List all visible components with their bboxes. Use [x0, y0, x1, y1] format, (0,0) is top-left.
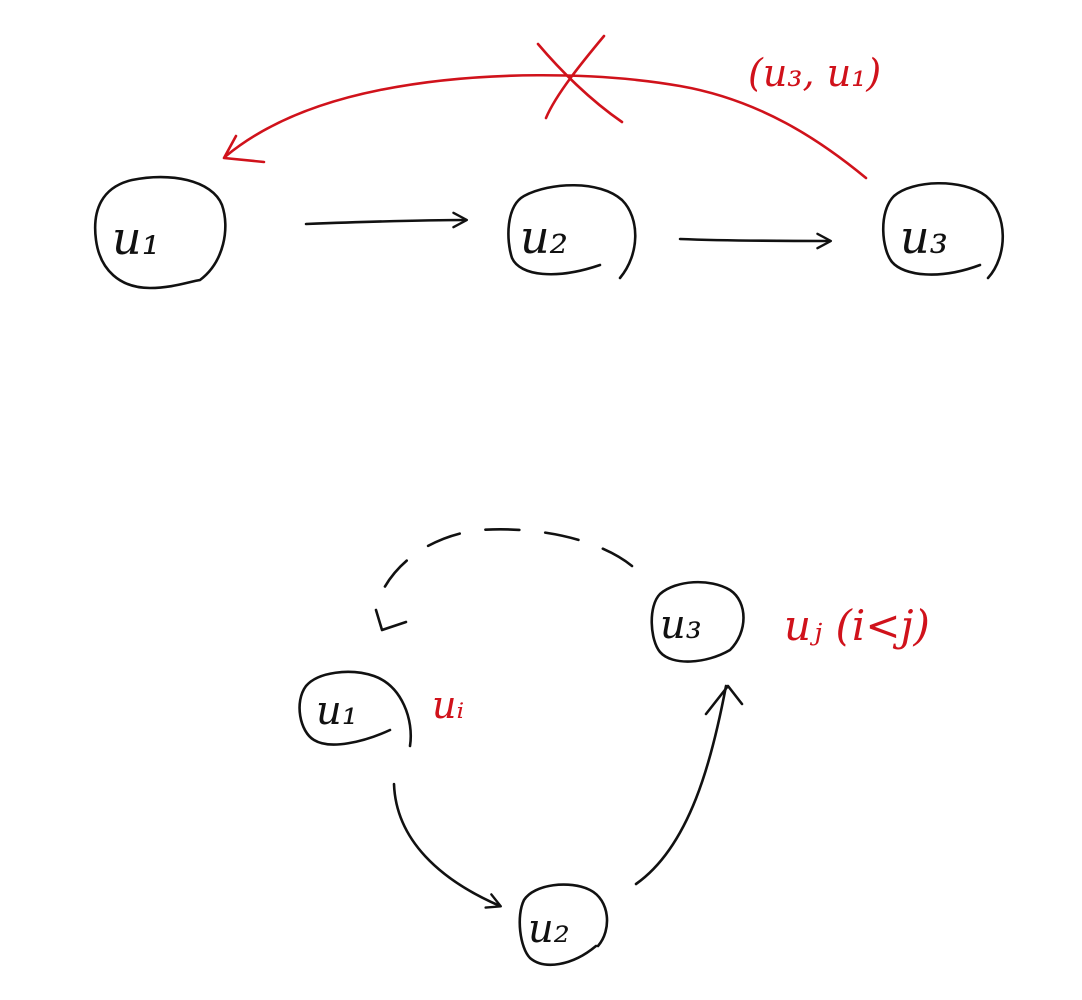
- top-edge-u1-u2: [304, 211, 469, 229]
- top-back-edge-u3-u1: [224, 73, 868, 180]
- top-node-u1-label: u₁: [112, 211, 160, 265]
- top-node-u1: u₁: [93, 175, 227, 290]
- bottom-node-u3: u₃: [650, 580, 745, 663]
- bottom-node-u1-label: u₁: [316, 688, 358, 734]
- bottom-node-u3-circle: [650, 580, 745, 663]
- top-node-u1-circle: [93, 175, 227, 290]
- top-node-u2-circle: [507, 183, 637, 280]
- top-node-u3-circle: [881, 181, 1004, 280]
- bottom-edge-u1-u2: [392, 782, 502, 909]
- top-node-u2-label: u₂: [520, 210, 568, 264]
- label-u-i: uᵢ: [432, 683, 464, 727]
- bottom-node-u3-label: u₃: [660, 602, 702, 648]
- bottom-node-u1: u₁: [298, 670, 413, 748]
- top-back-edge-arrowhead: [222, 134, 266, 164]
- top-node-u3: u₃: [881, 181, 1004, 280]
- bottom-diagram: u₁ uᵢ u₂ u₃ uⱼ (i<j): [298, 528, 930, 966]
- removed-edge-label: (u₃, u₁): [748, 51, 881, 95]
- bottom-edge-u2-u3-arrowhead: [704, 684, 744, 716]
- top-edge-u2-u3: [678, 232, 833, 250]
- top-node-u2: u₂: [507, 183, 637, 280]
- bottom-node-u1-circle: [298, 670, 413, 748]
- label-u-j: uⱼ (i<j): [784, 601, 930, 650]
- bottom-edge-u2-u3: [634, 684, 728, 886]
- cross-out-mark: [536, 34, 624, 124]
- bottom-node-u2: u₂: [518, 883, 609, 966]
- bottom-node-u2-circle: [518, 883, 609, 966]
- bottom-node-u2-label: u₂: [528, 906, 570, 952]
- top-diagram: u₁ u₂ u₃ (u₃, u₁): [93, 34, 1004, 290]
- bottom-dashed-arrowhead: [374, 608, 408, 632]
- bottom-dashed-edge-u3-u1: [380, 528, 634, 594]
- top-node-u3-label: u₃: [900, 210, 948, 264]
